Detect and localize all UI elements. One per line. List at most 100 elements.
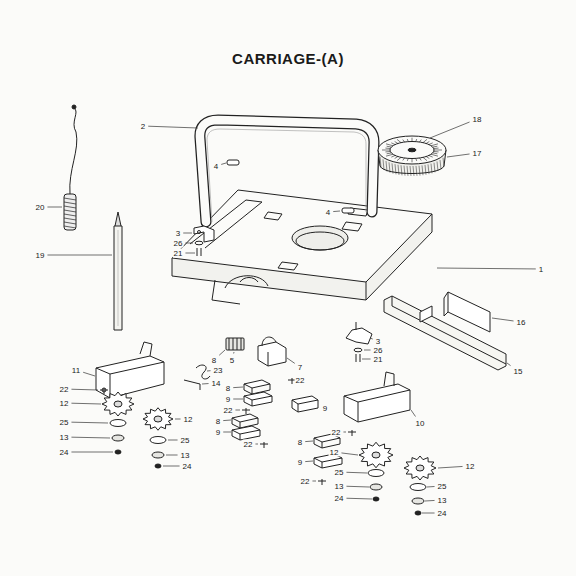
cord-and-rod bbox=[64, 105, 122, 330]
callout-number: 14 bbox=[211, 379, 222, 388]
callout-number: 26 bbox=[373, 346, 384, 355]
callout-number: 25 bbox=[180, 436, 191, 445]
leader-line bbox=[47, 255, 112, 256]
leader-line bbox=[255, 444, 258, 445]
leader-line bbox=[437, 268, 536, 270]
callout-number: 8 bbox=[211, 356, 217, 365]
leader-line bbox=[71, 422, 108, 424]
leader-line bbox=[223, 420, 231, 422]
callout-number: 25 bbox=[437, 482, 448, 491]
callout-number: 20 bbox=[35, 203, 46, 212]
callout-number: 9 bbox=[322, 404, 328, 413]
leader-line bbox=[185, 253, 195, 254]
leader-line bbox=[430, 122, 470, 138]
leader-line bbox=[447, 154, 470, 157]
callout-number: 26 bbox=[173, 239, 184, 248]
leader-line bbox=[492, 318, 514, 321]
leader-line bbox=[148, 126, 198, 128]
leader-line bbox=[346, 472, 367, 474]
callout-number: 22 bbox=[243, 440, 254, 449]
callout-number: 17 bbox=[472, 149, 483, 158]
leader-line bbox=[422, 513, 435, 514]
callout-number: 24 bbox=[59, 448, 70, 457]
leader-line bbox=[71, 403, 101, 405]
rail bbox=[384, 292, 506, 370]
callout-number: 22 bbox=[331, 428, 342, 437]
leader-line bbox=[346, 498, 372, 500]
leader-line bbox=[362, 359, 371, 360]
leader-line bbox=[427, 486, 435, 488]
callout-number: 4 bbox=[213, 162, 219, 171]
leader-line bbox=[233, 387, 243, 389]
callout-number: 2 bbox=[140, 122, 146, 131]
callout-number: 21 bbox=[173, 249, 184, 258]
leader-line bbox=[235, 410, 240, 411]
diagram-title: CARRIAGE-(A) bbox=[232, 50, 344, 67]
leader-line bbox=[185, 243, 193, 244]
small-parts bbox=[184, 337, 286, 390]
callout-number: 10 bbox=[415, 419, 426, 428]
callout-number: 12 bbox=[59, 399, 70, 408]
leader-line bbox=[71, 452, 113, 453]
leader-line bbox=[305, 461, 313, 463]
leader-line bbox=[411, 410, 416, 417]
callout-number: 7 bbox=[297, 363, 303, 372]
callout-number: 18 bbox=[472, 115, 483, 124]
leader-line bbox=[71, 389, 98, 391]
callout-number: 8 bbox=[297, 438, 303, 447]
leader-line bbox=[166, 455, 178, 456]
callout-number: 12 bbox=[465, 462, 476, 471]
callout-number: 15 bbox=[513, 367, 524, 376]
washers bbox=[110, 420, 426, 516]
leader-line bbox=[83, 372, 95, 376]
callout-number: 8 bbox=[225, 384, 231, 393]
leader-line bbox=[175, 419, 181, 420]
leader-line bbox=[219, 350, 225, 355]
callout-number: 13 bbox=[180, 451, 191, 460]
leader-line bbox=[341, 453, 358, 455]
dial bbox=[378, 136, 446, 176]
leader-line bbox=[233, 399, 243, 400]
callout-number: 9 bbox=[215, 428, 221, 437]
leader-line bbox=[507, 363, 511, 366]
callout-number: 22 bbox=[300, 477, 311, 486]
callout-number: 16 bbox=[516, 318, 527, 327]
leader-line bbox=[71, 437, 110, 439]
leader-line bbox=[346, 486, 369, 488]
leader-line bbox=[287, 358, 295, 363]
callout-number: 5 bbox=[229, 356, 235, 365]
callout-number: 25 bbox=[334, 468, 345, 477]
callout-number: 3 bbox=[375, 337, 381, 346]
handle bbox=[200, 120, 374, 222]
leader-line bbox=[333, 211, 340, 213]
leader-line bbox=[438, 466, 463, 468]
block bbox=[344, 372, 410, 422]
callout-number: 21 bbox=[373, 355, 384, 364]
leader-line bbox=[183, 233, 192, 234]
leader-line bbox=[370, 338, 373, 339]
leader-line bbox=[425, 500, 435, 502]
bracket bbox=[194, 226, 372, 362]
callout-number: 3 bbox=[175, 229, 181, 238]
leader-line bbox=[364, 350, 371, 351]
leader-line bbox=[305, 441, 313, 443]
callout-number: 19 bbox=[35, 251, 46, 260]
callout-number: 13 bbox=[334, 482, 345, 491]
leader-line bbox=[47, 207, 62, 208]
callout-number: 13 bbox=[59, 433, 70, 442]
leader-line bbox=[343, 432, 346, 433]
callout-number: 24 bbox=[182, 462, 193, 471]
callout-number: 4 bbox=[325, 208, 331, 217]
callout-number: 13 bbox=[437, 496, 448, 505]
callout-number: 9 bbox=[297, 458, 303, 467]
callout-number: 8 bbox=[215, 417, 221, 426]
sprockets bbox=[102, 392, 436, 480]
callout-number: 25 bbox=[59, 418, 70, 427]
leader-line bbox=[233, 352, 234, 354]
callout-number: 22 bbox=[59, 385, 70, 394]
leader-line bbox=[312, 481, 316, 482]
callout-number: 12 bbox=[183, 415, 194, 424]
